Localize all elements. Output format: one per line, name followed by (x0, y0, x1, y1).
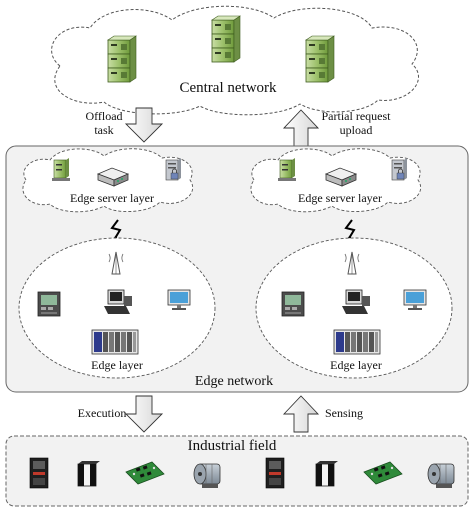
offload-task-line1: Offload (85, 109, 123, 123)
plc-rack-icon (91, 329, 139, 355)
meter-icon (281, 291, 305, 317)
central-server-rack-icon (305, 35, 335, 83)
partial-request-upload-label: Partial request upload (322, 109, 391, 137)
plc-rack-icon (333, 329, 381, 355)
upload-arrow-up (282, 109, 320, 147)
industrial-field-panel (5, 435, 469, 507)
secure-server-icon (165, 157, 182, 181)
drive-unit-icon (29, 457, 49, 489)
drive-unit-icon (265, 457, 285, 489)
edge-network-label: Edge network (194, 374, 274, 389)
secure-server-icon (391, 157, 408, 181)
right-edge-server-layer-label: Edge server layer (298, 191, 382, 205)
sensing-arrow-up (282, 395, 320, 433)
offload-task-line2: task (94, 123, 114, 137)
left-edge-layer-label: Edge layer (91, 358, 143, 372)
offload-arrow-down (124, 107, 164, 143)
sensing-label: Sensing (324, 406, 364, 420)
central-network-label: Central network (179, 80, 277, 96)
meter-icon (37, 291, 61, 317)
central-server-rack-icon (211, 15, 241, 63)
right-edge-layer-label: Edge layer (330, 358, 382, 372)
partial-request-line1: Partial request (321, 109, 391, 123)
partial-request-line2: upload (339, 123, 373, 137)
left-edge-server-layer-label: Edge server layer (70, 191, 154, 205)
central-server-rack-icon (107, 35, 137, 83)
industrial-field-label: Industrial field (187, 438, 277, 454)
execution-arrow-down (124, 395, 164, 433)
offload-task-label: Offload task (85, 109, 122, 137)
execution-label: Execution (77, 406, 127, 420)
